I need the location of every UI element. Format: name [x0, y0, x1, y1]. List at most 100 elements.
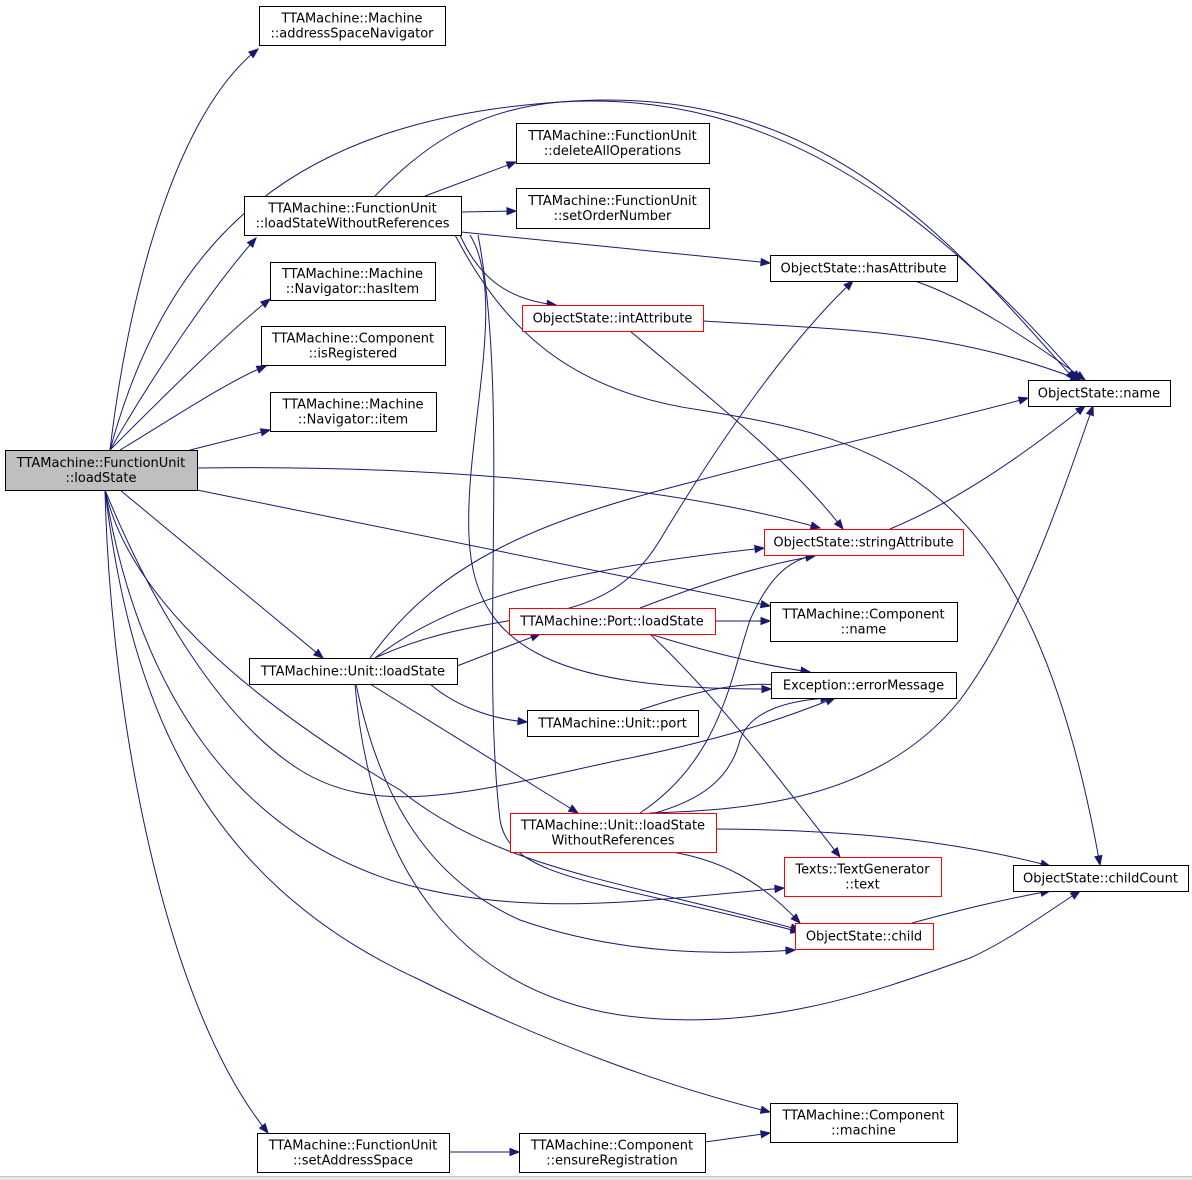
node-childCount[interactable]: ObjectState::childCount	[1013, 865, 1189, 892]
node-label-setAS-line2: ::setAddressSpace	[293, 1154, 413, 1169]
edge-unitLoad-to-unitPort	[429, 683, 528, 723]
node-label-unitPort-line1: TTAMachine::Unit::port	[537, 717, 687, 732]
edge-fu_lswr-to-childCount-arrowhead	[1094, 854, 1103, 867]
node-asn[interactable]: TTAMachine::Machine::addressSpaceNavigat…	[259, 6, 446, 46]
edge-unitLoad-to-osname-arrowhead	[1017, 396, 1030, 405]
edge-unitLswr-to-child	[671, 851, 801, 924]
edge-unitLoad-to-child-arrowhead	[785, 946, 797, 955]
node-unitLswr[interactable]: TTAMachine::Unit::loadStateWithoutRefere…	[510, 813, 717, 853]
edge-child-to-childCount	[911, 890, 1051, 924]
node-label-hasAttr-line1: ObjectState::hasAttribute	[781, 262, 947, 277]
node-fu_lswr[interactable]: TTAMachine::FunctionUnit::loadStateWitho…	[244, 196, 462, 236]
edge-ensureReg-to-compMachine	[704, 1132, 771, 1143]
node-label-isReg-line2: ::isRegistered	[309, 347, 398, 362]
node-box-setAS	[257, 1133, 450, 1173]
edge-unitLoad-to-unitLswr-arrowhead	[567, 804, 580, 814]
node-hasAttr[interactable]: ObjectState::hasAttribute	[770, 255, 958, 282]
node-label-hasItem-line1: TTAMachine::Machine	[281, 267, 423, 282]
node-label-unitLoad-line1: TTAMachine::Unit::loadState	[260, 665, 445, 680]
node-label-portLoad-line1: TTAMachine::Port::loadState	[519, 615, 703, 630]
edge-intAttr-to-strAttr	[629, 330, 844, 530]
edge-root-to-textGen	[104, 489, 785, 905]
edge-portLoad-to-errMsg	[649, 633, 811, 673]
node-errMsg[interactable]: Exception::errorMessage	[771, 672, 957, 699]
node-label-strAttr-line1: ObjectState::stringAttribute	[773, 536, 953, 551]
node-compMachine[interactable]: TTAMachine::Component::machine	[770, 1103, 958, 1143]
node-label-unitLswr-line1: TTAMachine::Unit::loadState	[520, 819, 705, 834]
node-root[interactable]: TTAMachine::FunctionUnit::loadState	[5, 450, 198, 491]
edge-unitLoad-to-hasAttr	[374, 280, 854, 659]
node-label-errMsg-line1: Exception::errorMessage	[783, 679, 944, 694]
edge-root-to-asn	[109, 48, 259, 451]
edge-fu_lswr-to-dao-arrowhead	[505, 161, 518, 170]
node-dao[interactable]: TTAMachine::FunctionUnit::deleteAllOpera…	[516, 123, 710, 164]
node-label-navItem-line1: TTAMachine::Machine	[281, 398, 423, 413]
node-label-hasItem-line2: ::Navigator::hasItem	[286, 282, 419, 297]
node-child[interactable]: ObjectState::child	[795, 923, 934, 950]
node-box-compName	[770, 602, 958, 642]
edge-root-to-isReg	[119, 365, 267, 451]
edge-root-to-textGen-arrowhead	[774, 884, 786, 894]
edge-fu_lswr-to-dao	[424, 161, 517, 197]
node-box-fu_lswr	[244, 196, 462, 236]
node-ensureReg[interactable]: TTAMachine::Component::ensureRegistratio…	[519, 1133, 706, 1173]
node-box-intAttr	[522, 305, 704, 332]
node-box-unitLoad	[249, 658, 458, 685]
node-hasItem[interactable]: TTAMachine::Machine::Navigator::hasItem	[270, 262, 436, 301]
edge-unitLoad-to-portLoad	[456, 633, 541, 667]
node-son[interactable]: TTAMachine::FunctionUnit::setOrderNumber	[516, 188, 710, 229]
node-textGen[interactable]: Texts::TextGenerator::text	[784, 857, 942, 897]
edge-unitLoad-to-osname	[369, 397, 1029, 659]
node-setAS[interactable]: TTAMachine::FunctionUnit::setAddressSpac…	[257, 1133, 450, 1173]
edge-root-to-compMachine-arrowhead	[759, 1105, 772, 1114]
node-isReg[interactable]: TTAMachine::Component::isRegistered	[261, 326, 446, 366]
node-box-unitLswr	[510, 813, 717, 853]
node-box-hasAttr	[770, 255, 958, 282]
edge-root-to-strAttr-arrowhead	[809, 521, 822, 530]
edge-unitLswr-to-errMsg	[654, 697, 831, 814]
edge-root-to-hasItem	[109, 298, 271, 451]
edge-portLoad-to-textGen	[649, 633, 841, 858]
edge-root-to-fu_lswr-arrowhead	[246, 236, 257, 248]
edge-root-to-unitLoad	[119, 489, 324, 659]
edge-fu_lswr-to-osname	[374, 100, 1081, 381]
edge-unitLswr-to-child-arrowhead	[790, 913, 801, 924]
node-osname[interactable]: ObjectState::name	[1028, 380, 1171, 407]
node-strAttr[interactable]: ObjectState::stringAttribute	[764, 529, 964, 556]
edge-root-to-hasItem-arrowhead	[259, 298, 272, 309]
edge-unitLoad-to-strAttr-arrowhead	[754, 544, 766, 554]
node-unitPort[interactable]: TTAMachine::Unit::port	[527, 710, 699, 737]
edge-fu_lswr-to-child	[477, 234, 801, 933]
edge-unitLswr-to-osname	[649, 405, 1094, 814]
node-label-asn-line2: ::addressSpaceNavigator	[270, 27, 434, 42]
node-intAttr[interactable]: ObjectState::intAttribute	[522, 305, 704, 332]
node-compName[interactable]: TTAMachine::Component::name	[770, 602, 958, 642]
edge-root-to-setAS	[104, 489, 269, 1134]
edge-fu_lswr-to-hasAttr-arrowhead	[760, 257, 772, 267]
node-unitLoad[interactable]: TTAMachine::Unit::loadState	[249, 658, 458, 685]
node-box-child	[795, 923, 934, 950]
node-label-fu_lswr-line1: TTAMachine::FunctionUnit	[267, 202, 436, 217]
edge-unitLswr-to-childCount	[715, 828, 1051, 867]
edge-fu_lswr-to-childCount	[454, 234, 1101, 866]
node-box-portLoad	[509, 608, 716, 635]
node-box-compMachine	[770, 1103, 958, 1143]
edge-root-to-isReg-arrowhead	[255, 365, 268, 374]
node-box-textGen	[784, 857, 942, 897]
node-box-dao	[516, 123, 710, 164]
edge-root-to-strAttr	[196, 467, 821, 529]
node-navItem[interactable]: TTAMachine::Machine::Navigator::item	[270, 392, 437, 432]
edge-fu_lswr-to-errMsg-arrowhead	[761, 684, 773, 694]
edge-unitLswr-to-osname-arrowhead	[1085, 404, 1094, 417]
node-label-childCount-line1: ObjectState::childCount	[1023, 872, 1178, 887]
edge-root-to-child	[104, 489, 801, 931]
edge-portLoad-to-compName-arrowhead	[760, 616, 772, 626]
node-label-compMachine-line2: ::machine	[831, 1124, 896, 1139]
node-box-childCount	[1013, 865, 1189, 892]
edge-intAttr-to-osname	[702, 320, 1081, 381]
node-portLoad[interactable]: TTAMachine::Port::loadState	[509, 608, 716, 635]
edge-strAttr-to-osname-arrowhead	[1074, 405, 1087, 416]
node-label-unitLswr-line2: WithoutReferences	[551, 834, 674, 849]
edge-root-to-errMsg	[104, 489, 836, 798]
node-layer: TTAMachine::FunctionUnit::loadStateTTAMa…	[5, 6, 1189, 1173]
